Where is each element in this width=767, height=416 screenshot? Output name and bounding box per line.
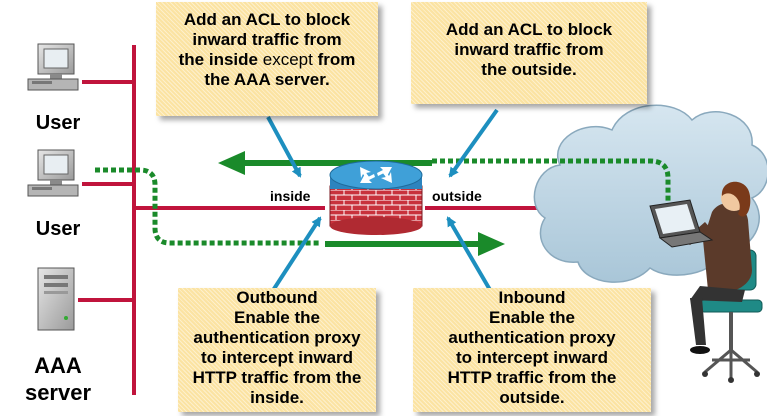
aaa-server-label-line2: server <box>24 380 92 405</box>
note-acl-outside: Add an ACL to block inward traffic from … <box>411 2 647 104</box>
router-firewall <box>329 160 423 235</box>
aaa-server-label-line1: AAA <box>34 353 82 378</box>
server-tower-icon <box>37 267 75 331</box>
note-line: Inbound <box>498 288 566 307</box>
outside-interface-label: outside <box>430 188 484 204</box>
note-line: HTTP traffic from the <box>447 368 617 387</box>
note-outbound-auth-proxy: Outbound Enable the authentication proxy… <box>178 288 376 412</box>
note-inbound-auth-proxy: Inbound Enable the authentication proxy … <box>413 288 651 412</box>
note-line: to intercept inward <box>200 348 354 367</box>
user-traffic-path <box>95 167 320 246</box>
note-line: inside. <box>250 388 304 407</box>
note-line: authentication proxy <box>448 328 616 347</box>
note-line: Enable the <box>489 308 575 327</box>
pointer-bottom-right <box>446 216 495 297</box>
outbound-traffic-arrowhead <box>478 232 505 256</box>
note-line: Add an ACL to block <box>445 20 613 39</box>
note-text: from <box>317 50 356 69</box>
pointer-top-right <box>448 108 499 178</box>
note-line: the outside. <box>481 60 577 79</box>
note-line: the inside except from <box>156 50 378 70</box>
router-arrows-icon <box>360 167 392 183</box>
return-traffic-arrowhead <box>218 151 245 175</box>
remote-user-icon <box>649 181 763 383</box>
user1-label: User <box>35 112 81 134</box>
note-line: the AAA server. <box>204 70 330 89</box>
note-line: outside. <box>499 388 565 407</box>
note-line: authentication proxy <box>193 328 361 347</box>
note-line: inward traffic from <box>192 30 342 49</box>
note-line: Add an ACL to block <box>183 10 351 29</box>
note-line: Outbound <box>236 288 318 307</box>
note-line: to intercept inward <box>455 348 609 367</box>
note-line: Enable the <box>234 308 320 327</box>
note-text: the inside <box>178 50 258 69</box>
note-text-plain: except <box>262 50 313 69</box>
pointer-top-left <box>266 116 302 178</box>
pointer-bottom-left <box>268 216 322 297</box>
user-pc-icon <box>27 43 79 91</box>
inside-interface-label: inside <box>268 188 313 204</box>
user2-label: User <box>35 218 81 240</box>
note-line: HTTP traffic from the <box>192 368 362 387</box>
user-pc-icon <box>27 149 79 197</box>
note-acl-inside: Add an ACL to block inward traffic from … <box>156 2 378 116</box>
remote-traffic-path <box>432 158 671 205</box>
aaa-server-label: AAA server <box>10 352 106 406</box>
note-line: inward traffic from <box>454 40 604 59</box>
